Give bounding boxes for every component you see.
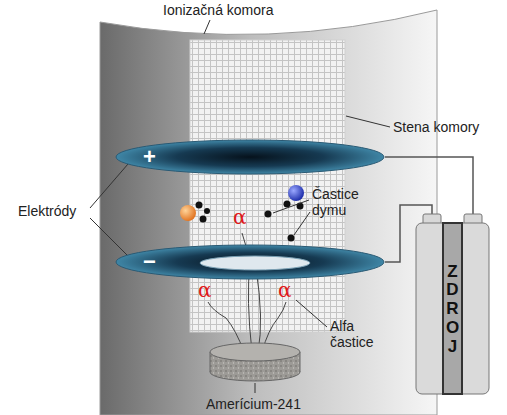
source-label: Amerícium-241	[206, 396, 301, 412]
leader-lines	[90, 20, 390, 393]
smoke-label: Častice dymu	[312, 186, 376, 218]
polarity-sign: +	[143, 146, 156, 168]
power-source: ZDROJ	[415, 214, 490, 395]
alpha-label: Alfa častice	[330, 318, 388, 350]
electrode-plus: +	[115, 139, 385, 175]
alpha-symbol: α	[233, 207, 247, 227]
polarity-sign: −	[143, 251, 156, 273]
electrode-minus: −	[115, 244, 385, 280]
chamber-label: Ionizačná komora	[163, 2, 274, 18]
source-name: ZDROJ	[444, 263, 461, 356]
electrodes-label: Elektródy	[18, 203, 76, 219]
alpha-symbol: α	[278, 280, 292, 300]
smoke-particles	[180, 185, 304, 242]
wall-label: Stena komory	[393, 119, 479, 135]
chamber-body	[100, 10, 437, 415]
alpha-symbol: α	[198, 280, 212, 300]
americium-source	[210, 343, 300, 381]
